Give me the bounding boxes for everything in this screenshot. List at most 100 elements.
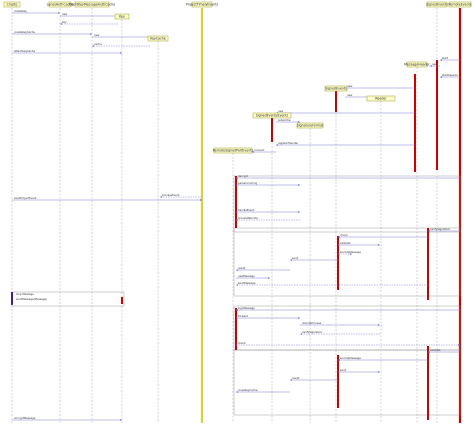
message-label: encryptMessage (14, 416, 36, 420)
participant-box (426, 1, 448, 8)
activation-bar (337, 355, 339, 408)
message-label: closeKeyCache (238, 388, 258, 392)
arrowhead (428, 351, 430, 353)
message-label: handleEvent (238, 208, 254, 212)
message-label: createKeyCache (14, 30, 35, 34)
arrowhead (300, 333, 302, 335)
message-label: signMessage (238, 306, 255, 310)
object-label: Reader (375, 97, 387, 101)
arrowhead (428, 230, 430, 232)
arrowhead (60, 23, 62, 25)
activation-bar (235, 308, 237, 350)
message-label: key (62, 20, 67, 24)
message-label: decrypt (238, 174, 248, 178)
arrowhead (298, 121, 300, 123)
message-label: parseIncoming (238, 181, 258, 185)
activation-bar (427, 228, 429, 300)
arrowhead (440, 76, 442, 78)
object-box (213, 147, 253, 154)
message-label: createKey (14, 9, 27, 13)
message-label: processEvent (162, 193, 179, 197)
participant-box (74, 1, 110, 8)
activations (11, 60, 438, 420)
message-label: subscribe (278, 118, 291, 122)
object-label: RemoteSignedPartEvents (213, 149, 254, 153)
message-label: remoteProcess (302, 321, 322, 325)
message-label: processRemote (238, 216, 258, 220)
participant-label: ProjectTimelyEvents (186, 3, 219, 7)
activation-bar (335, 88, 337, 112)
message-label: start (442, 56, 448, 60)
object-label: SignedEvents (325, 87, 347, 91)
arrowhead (236, 391, 238, 393)
message-label: sendMessage (238, 281, 256, 285)
note-bar (11, 292, 13, 305)
activation-bar (427, 346, 429, 420)
arrowhead (290, 379, 292, 381)
arrowhead (92, 45, 94, 47)
loop-frame (233, 349, 461, 416)
arrowhead (338, 236, 340, 238)
arrowhead (236, 269, 238, 271)
message-label: cache (94, 42, 102, 46)
participant-label: SignedEvents (426, 3, 448, 7)
arrowhead (338, 359, 340, 361)
message-label: result (238, 266, 245, 270)
participant-label: Crypto (7, 3, 18, 7)
arrowhead (120, 419, 122, 421)
arrowhead (458, 344, 460, 346)
arrowhead (236, 309, 238, 311)
arrowhead (378, 324, 380, 326)
arrowhead (378, 244, 380, 246)
participant-box (448, 1, 472, 8)
arrowhead (378, 371, 380, 373)
message-label: new (347, 94, 353, 97)
activation-bar (337, 236, 339, 290)
arrowhead (290, 259, 292, 261)
arrowhead (236, 284, 238, 286)
object-label: MessageHeader (404, 63, 430, 67)
object-box (147, 35, 169, 42)
arrowhead (120, 52, 122, 54)
message-label: verifySignature (430, 227, 450, 231)
note-label: loop Message (16, 292, 34, 296)
arrowhead (90, 33, 92, 35)
arrowhead (268, 277, 270, 279)
object-box (252, 112, 292, 119)
loop-frame (233, 175, 461, 233)
object-box (324, 85, 348, 92)
object-label: SignedEventsEvents (256, 114, 289, 118)
arrowhead (430, 65, 432, 67)
arrowhead (350, 253, 352, 255)
message-label: new (432, 63, 438, 66)
object-box (114, 13, 130, 20)
arrowhead (252, 151, 254, 153)
message-label: new (62, 13, 68, 16)
activation-bar (121, 297, 123, 304)
loop-frame (233, 227, 461, 297)
message-label: check (340, 233, 348, 237)
message-label: new (278, 110, 284, 113)
activation-bar (414, 74, 416, 172)
arrowhead (298, 184, 300, 186)
activation-bar (235, 176, 237, 228)
message-label: send (292, 256, 299, 260)
message-label: new (347, 85, 353, 88)
participant-box (3, 1, 21, 8)
arrowhead (236, 219, 238, 221)
message-label: newMessage (238, 274, 255, 278)
message-label: check (238, 341, 246, 345)
message-label: validate (430, 348, 441, 352)
activation-bar (436, 60, 438, 170)
message-label: forward (238, 314, 248, 318)
message-label: new (94, 34, 100, 37)
message-label: connect (254, 148, 264, 152)
message-label: encodeMessage (340, 356, 361, 360)
message-label: send (340, 368, 347, 372)
message-label: encodeMessage (340, 250, 361, 254)
message-label: validate (340, 241, 351, 245)
participant-box (48, 1, 72, 8)
arrowhead (298, 211, 300, 213)
